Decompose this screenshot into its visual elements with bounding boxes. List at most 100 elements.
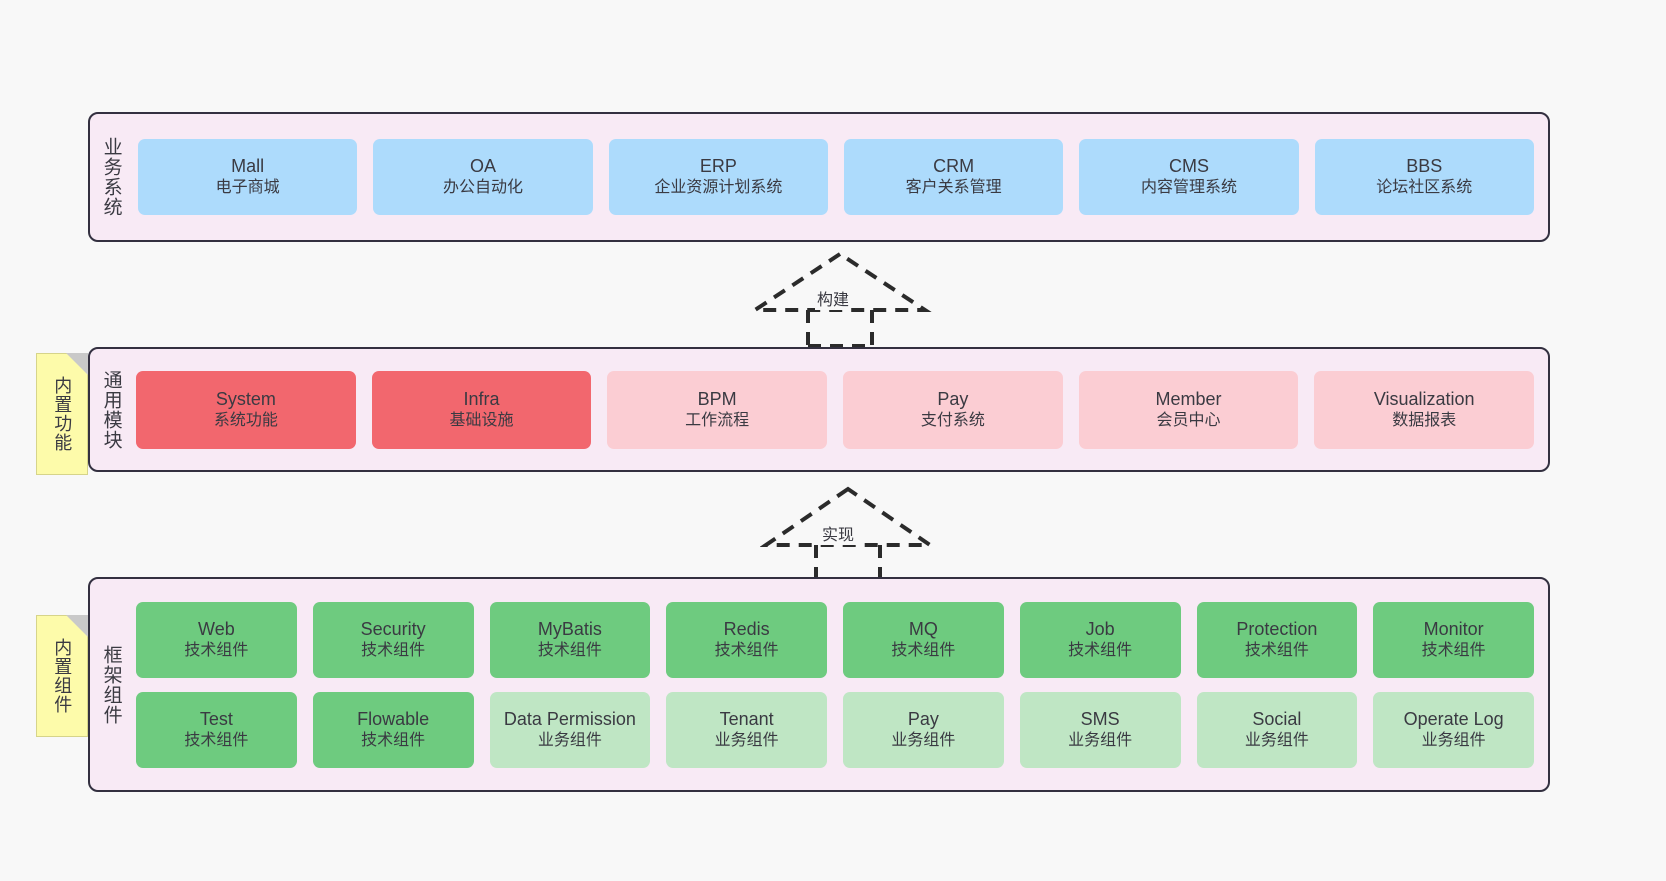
- layer-body-general-modules: System 系统功能 Infra 基础设施 BPM 工作流程 Pay 支付系统…: [132, 349, 1548, 470]
- card-title: Tenant: [719, 708, 774, 729]
- card-subtitle: 业务组件: [537, 731, 602, 749]
- card-flowable[interactable]: Flowable 技术组件: [312, 691, 474, 768]
- note-label: 内置组件: [52, 638, 73, 714]
- card-pay-module[interactable]: Pay 支付系统: [843, 370, 1063, 449]
- card-title: System: [215, 388, 276, 409]
- card-subtitle: 基础设施: [449, 411, 514, 429]
- card-subtitle: 技术组件: [891, 641, 956, 659]
- card-subtitle: 技术组件: [1244, 641, 1309, 659]
- card-title: Flowable: [357, 708, 430, 729]
- card-subtitle: 支付系统: [920, 411, 985, 429]
- card-mybatis[interactable]: MyBatis 技术组件: [489, 601, 651, 678]
- card-title: Web: [198, 618, 235, 639]
- card-title: Operate Log: [1403, 708, 1504, 729]
- card-subtitle: 客户关系管理: [905, 179, 1002, 197]
- card-redis[interactable]: Redis 技术组件: [666, 601, 827, 678]
- card-bbs[interactable]: BBS 论坛社区系统: [1314, 139, 1534, 215]
- card-bpm[interactable]: BPM 工作流程: [607, 370, 828, 449]
- layer-title-business-systems: 业务系统: [100, 137, 122, 217]
- card-security[interactable]: Security 技术组件: [312, 601, 474, 678]
- framework-components-row-1: Web 技术组件 Security 技术组件 MyBatis 技术组件 Redi…: [136, 601, 1534, 678]
- card-subtitle: 业务组件: [1421, 731, 1486, 749]
- framework-components-row-2: Test 技术组件 Flowable 技术组件 Data Permission …: [136, 691, 1534, 768]
- card-title: BBS: [1406, 156, 1443, 177]
- card-title: ERP: [699, 156, 737, 177]
- card-subtitle: 技术组件: [537, 641, 602, 659]
- card-title: Redis: [723, 618, 770, 639]
- card-tenant[interactable]: Tenant 业务组件: [666, 691, 827, 768]
- card-erp[interactable]: ERP 企业资源计划系统: [608, 139, 828, 215]
- card-title: Test: [199, 708, 233, 729]
- card-subtitle: 业务组件: [891, 731, 956, 749]
- card-system[interactable]: System 系统功能: [136, 370, 356, 449]
- note-builtin-component: 内置组件: [36, 615, 88, 737]
- connector-implement: 实现: [759, 483, 950, 583]
- card-subtitle: 技术组件: [184, 641, 249, 659]
- card-title: Infra: [463, 388, 500, 409]
- card-pay-component[interactable]: Pay 业务组件: [843, 691, 1004, 768]
- card-mq[interactable]: MQ 技术组件: [843, 601, 1004, 678]
- card-sms[interactable]: SMS 业务组件: [1019, 691, 1181, 768]
- card-title: SMS: [1080, 708, 1120, 729]
- card-title: Protection: [1236, 618, 1318, 639]
- card-web[interactable]: Web 技术组件: [136, 601, 297, 678]
- card-oa[interactable]: OA 办公自动化: [373, 139, 593, 215]
- card-operate-log[interactable]: Operate Log 业务组件: [1373, 691, 1534, 768]
- connector-implement-label: 实现: [820, 521, 857, 545]
- card-infra[interactable]: Infra 基础设施: [371, 370, 592, 449]
- card-title: Member: [1155, 388, 1222, 409]
- layer-framework-components: 框架组件 Web 技术组件 Security 技术组件 MyBatis 技术组件…: [88, 577, 1550, 792]
- card-subtitle: 企业资源计划系统: [654, 179, 783, 197]
- layer-business-systems: 业务系统 Mall 电子商城 OA 办公自动化 ERP 企业资源计划系统 CRM…: [88, 112, 1550, 242]
- card-social[interactable]: Social 业务组件: [1196, 691, 1358, 768]
- card-title: Job: [1085, 618, 1115, 639]
- card-subtitle: 业务组件: [714, 731, 779, 749]
- card-crm[interactable]: CRM 客户关系管理: [843, 139, 1064, 215]
- card-test[interactable]: Test 技术组件: [136, 691, 297, 768]
- layer-title-general-modules: 通用模块: [100, 369, 122, 450]
- card-protection[interactable]: Protection 技术组件: [1196, 601, 1358, 678]
- card-title: Mall: [231, 156, 265, 177]
- card-title: CMS: [1168, 156, 1209, 177]
- card-title: CRM: [933, 156, 975, 177]
- card-job[interactable]: Job 技术组件: [1019, 601, 1181, 678]
- note-label: 内置功能: [52, 376, 73, 452]
- card-monitor[interactable]: Monitor 技术组件: [1373, 601, 1534, 678]
- card-subtitle: 技术组件: [184, 731, 249, 749]
- connector-build-label: 构建: [815, 286, 852, 310]
- card-mall[interactable]: Mall 电子商城: [138, 139, 358, 215]
- card-title: Data Permission: [503, 708, 636, 729]
- card-subtitle: 技术组件: [1068, 641, 1133, 659]
- card-subtitle: 工作流程: [685, 411, 750, 429]
- card-member[interactable]: Member 会员中心: [1078, 370, 1299, 449]
- card-title: Visualization: [1373, 388, 1475, 409]
- layer-title-framework-components: 框架组件: [100, 644, 122, 725]
- card-title: Social: [1252, 708, 1302, 729]
- card-data-permission[interactable]: Data Permission 业务组件: [489, 691, 651, 768]
- card-subtitle: 技术组件: [714, 641, 779, 659]
- card-subtitle: 论坛社区系统: [1376, 179, 1473, 197]
- card-subtitle: 技术组件: [361, 731, 426, 749]
- card-subtitle: 会员中心: [1156, 411, 1221, 429]
- card-title: Monitor: [1423, 618, 1484, 639]
- general-modules-row: System 系统功能 Infra 基础设施 BPM 工作流程 Pay 支付系统…: [136, 370, 1535, 449]
- connector-build: 构建: [745, 248, 935, 348]
- card-visualization[interactable]: Visualization 数据报表: [1314, 370, 1535, 449]
- card-title: MyBatis: [537, 618, 602, 639]
- card-title: OA: [469, 156, 496, 177]
- layer-body-framework-components: Web 技术组件 Security 技术组件 MyBatis 技术组件 Redi…: [132, 579, 1548, 790]
- business-systems-row: Mall 电子商城 OA 办公自动化 ERP 企业资源计划系统 CRM 客户关系…: [138, 139, 1534, 215]
- card-subtitle: 数据报表: [1392, 411, 1457, 429]
- card-title: Pay: [937, 388, 969, 409]
- card-title: BPM: [697, 388, 737, 409]
- card-subtitle: 技术组件: [361, 641, 426, 659]
- card-subtitle: 系统功能: [213, 411, 278, 429]
- card-title: Security: [360, 618, 426, 639]
- build-arrow-icon: [748, 251, 932, 348]
- layer-body-business-systems: Mall 电子商城 OA 办公自动化 ERP 企业资源计划系统 CRM 客户关系…: [132, 114, 1548, 240]
- card-subtitle: 内容管理系统: [1140, 179, 1237, 197]
- card-subtitle: 业务组件: [1068, 731, 1133, 749]
- card-subtitle: 办公自动化: [442, 179, 523, 197]
- layer-general-modules: 通用模块 System 系统功能 Infra 基础设施 BPM 工作流程 Pay…: [88, 347, 1550, 472]
- card-cms[interactable]: CMS 内容管理系统: [1079, 139, 1299, 215]
